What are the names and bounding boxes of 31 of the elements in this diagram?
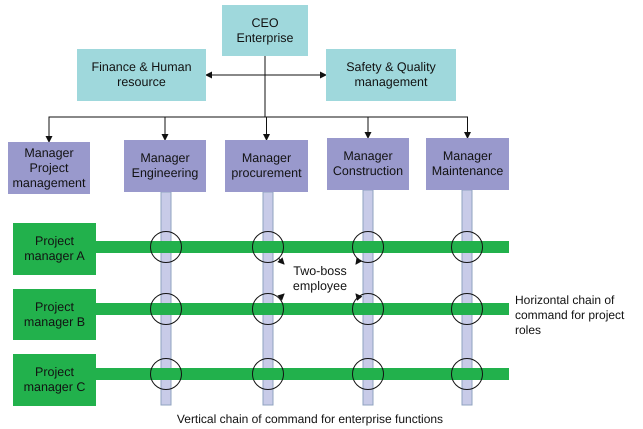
manager-box: Manager Engineering bbox=[124, 140, 206, 192]
manager-box: Manager Maintenance bbox=[426, 138, 509, 190]
intersection-circle bbox=[451, 231, 483, 263]
intersection-circle bbox=[150, 231, 182, 263]
intersection-circle bbox=[150, 358, 182, 390]
manager-box: Manager Construction bbox=[327, 138, 409, 190]
intersection-circle bbox=[352, 293, 384, 325]
intersection-circle bbox=[451, 293, 483, 325]
manager-box: Manager Project management bbox=[8, 142, 90, 194]
arrow bbox=[277, 257, 285, 265]
role-box: Finance & Human resource bbox=[77, 49, 206, 101]
intersection-circle bbox=[352, 231, 384, 263]
chain-caption: Vertical chain of command for enterprise functions bbox=[176, 412, 444, 427]
project-manager-box: Project manager B bbox=[13, 289, 96, 340]
intersection-circle bbox=[252, 231, 284, 263]
arrow bbox=[264, 56, 471, 139]
arrow bbox=[355, 257, 362, 265]
intersection-circle bbox=[451, 358, 483, 390]
intersection-circle bbox=[352, 358, 384, 390]
arrow bbox=[277, 293, 285, 301]
intersection-circle bbox=[252, 358, 284, 390]
chain-caption: Horizontal chain of command for project roles bbox=[515, 293, 626, 338]
intersection-circle bbox=[252, 293, 284, 325]
project-manager-box: Project manager A bbox=[13, 223, 96, 275]
project-manager-box: Project manager C bbox=[13, 354, 96, 406]
annotation-text: Two-boss employee bbox=[284, 264, 356, 294]
arrow bbox=[355, 293, 362, 301]
manager-box: Manager procurement bbox=[225, 140, 308, 192]
role-box: CEO Enterprise bbox=[222, 5, 308, 56]
role-box: Safety & Quality management bbox=[326, 49, 456, 101]
intersection-circle bbox=[150, 293, 182, 325]
